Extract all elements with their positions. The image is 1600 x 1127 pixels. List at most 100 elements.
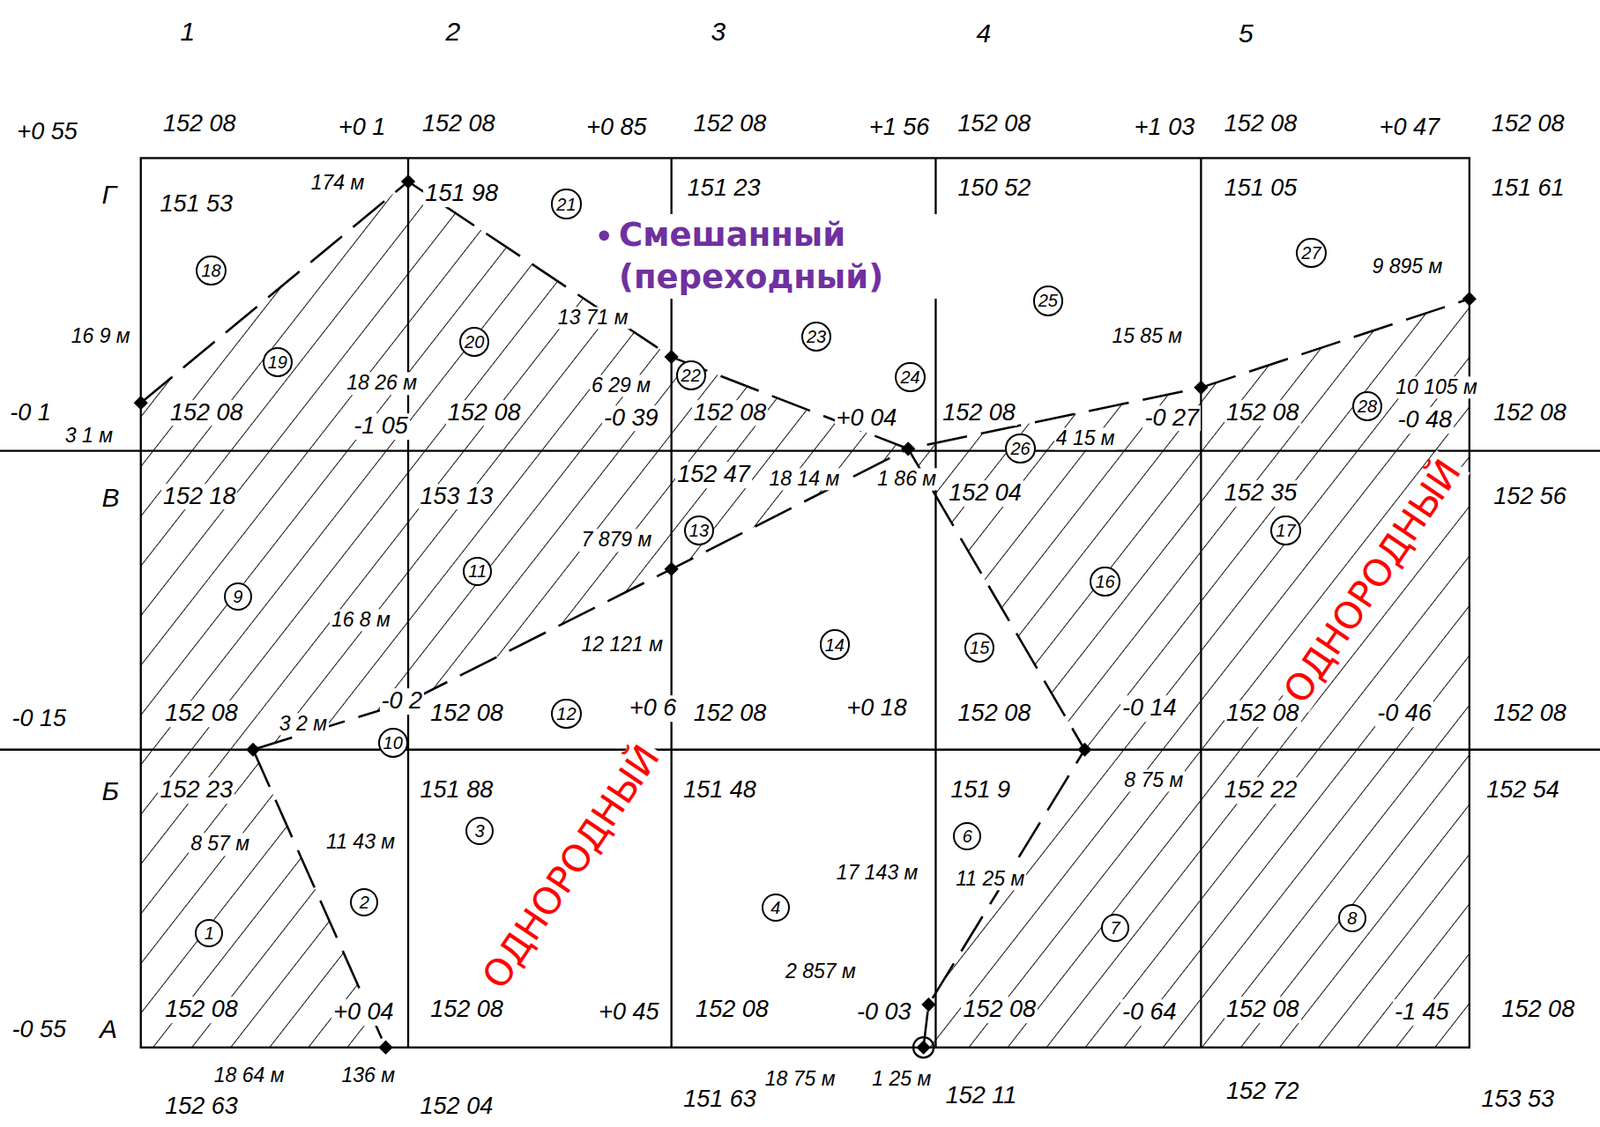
grid-line: [0, 449, 1600, 452]
working-mark: -0 14: [1120, 696, 1179, 723]
zero-point: [401, 174, 416, 189]
zero-work-line: [141, 181, 1470, 449]
distance-label: 18 14 м: [766, 468, 841, 491]
working-mark: +0 85: [584, 114, 648, 142]
working-mark: +0 18: [844, 696, 908, 723]
black-mark: 151 61: [1489, 175, 1567, 202]
distance-label: 13 71 м: [556, 306, 631, 329]
column-number: 1: [178, 15, 198, 45]
design-mark: 152 08: [693, 997, 771, 1024]
design-mark: 152 08: [1500, 997, 1578, 1024]
zero-point: [921, 997, 936, 1013]
callout-number: 1: [204, 924, 215, 943]
callout-number: 3: [474, 822, 484, 841]
design-mark: 152 08: [1489, 111, 1567, 138]
callout-circle: 9: [223, 582, 253, 611]
black-mark: 151 63: [681, 1086, 759, 1114]
zero-point: [1462, 291, 1477, 306]
callout-number: 6: [962, 827, 973, 846]
working-mark: +0 04: [331, 1000, 395, 1027]
callout-circle: 6: [952, 822, 982, 851]
callout-number: 27: [1301, 244, 1321, 262]
zero-point-ring: [913, 1037, 934, 1058]
callout-circle: 12: [550, 699, 581, 730]
distance-label: 6 29 м: [589, 374, 653, 397]
zero-point: [245, 743, 261, 758]
callout-circle: 22: [676, 360, 707, 391]
design-mark: 152 08: [940, 400, 1018, 427]
callout-number: 24: [900, 368, 920, 387]
grid-frame: [141, 157, 1470, 1048]
callout-circle: 8: [1338, 904, 1367, 933]
grid-line: [407, 157, 410, 1048]
callout-circle: 4: [761, 893, 790, 923]
callout-circle: 19: [262, 347, 293, 378]
working-mark: +1 56: [867, 114, 931, 142]
zero-point: [664, 562, 679, 577]
black-mark: 152 18: [161, 483, 239, 511]
design-mark: 152 08: [1491, 400, 1569, 427]
zero-point: [1193, 380, 1208, 395]
callout-circle: 25: [1033, 285, 1064, 316]
distance-label: 1 86 м: [875, 468, 938, 491]
black-mark: 150 52: [956, 175, 1034, 202]
callout-number: 18: [200, 261, 221, 280]
callout-number: 7: [1110, 919, 1121, 938]
callout-circle: 13: [684, 515, 715, 546]
black-mark: 151 53: [157, 191, 235, 218]
working-mark: +0 47: [1377, 114, 1442, 142]
callout-number: 10: [383, 734, 403, 752]
black-mark: 152 04: [946, 480, 1024, 507]
black-mark: 152 35: [1222, 480, 1300, 507]
distance-label: 9 895 м: [1370, 256, 1445, 279]
distance-label: 174 м: [309, 172, 367, 195]
zero-point-markers: [133, 174, 1477, 1056]
distance-label: 1 25 м: [870, 1068, 933, 1091]
black-mark: 151 88: [418, 777, 496, 804]
working-mark: +0 45: [596, 1000, 661, 1027]
design-mark: 152 08: [960, 997, 1038, 1024]
design-mark: 152 08: [168, 400, 246, 427]
bullet-dot: [598, 230, 610, 242]
design-mark: 152 08: [692, 400, 769, 427]
callout-circle: 11: [462, 557, 492, 587]
distance-label: 18 64 м: [212, 1065, 287, 1088]
distance-label: 11 25 м: [953, 868, 1027, 891]
distance-label: 3 2 м: [277, 713, 329, 736]
row-letter: А: [97, 1013, 120, 1043]
distance-label: 3 1 м: [63, 425, 115, 448]
zero-point: [133, 395, 149, 410]
design-mark: 152 08: [1224, 997, 1302, 1024]
distance-label: 10 105 м: [1393, 376, 1480, 399]
callout-number: 12: [556, 705, 576, 723]
working-mark: -0 2: [379, 689, 425, 716]
zero-point: [1077, 743, 1092, 758]
callout-number: 21: [556, 195, 576, 214]
zero-point: [378, 1041, 393, 1056]
column-number: 3: [708, 15, 728, 45]
black-mark: 151 23: [685, 175, 763, 202]
design-mark: 152 08: [161, 111, 239, 138]
working-mark: -0 39: [602, 405, 661, 432]
design-mark: 152 08: [1222, 111, 1300, 138]
callout-number: 19: [267, 353, 288, 372]
design-mark: 152 08: [956, 111, 1034, 138]
callout-circle: 21: [550, 188, 581, 219]
grid-line: [0, 749, 1600, 752]
distance-label: 2 857 м: [783, 960, 858, 983]
callout-number: 28: [1357, 397, 1377, 416]
black-mark: 152 23: [157, 777, 235, 804]
distance-label: 12 121 м: [579, 633, 665, 656]
callout-number: 20: [464, 333, 484, 351]
black-mark: 152 04: [418, 1093, 496, 1121]
design-mark: 152 08: [428, 700, 506, 728]
annotation-note: Смешанный (переходный): [615, 214, 949, 299]
distance-label: 11 43 м: [324, 831, 397, 854]
callout-number: 9: [232, 587, 243, 606]
callout-number: 8: [1346, 909, 1357, 928]
working-mark: -1 05: [351, 413, 410, 440]
distance-label: 7 879 м: [579, 529, 654, 552]
black-mark: 151 05: [1222, 175, 1300, 202]
distance-label: 16 9 м: [69, 325, 133, 348]
callout-circle: 28: [1352, 391, 1383, 422]
